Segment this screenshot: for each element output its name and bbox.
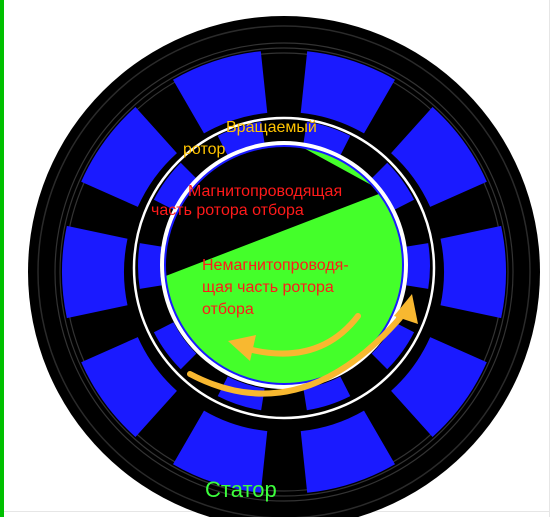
stator-label: Статор [205, 477, 277, 502]
nonmagnetic-part-label-line1: Немагнитопроводя- [202, 257, 349, 274]
stator-outer-edge-ring [37, 25, 531, 517]
right-border-line [549, 0, 550, 517]
magnetic-part-label-line1: Магнитопроводящая [188, 183, 343, 200]
outer-rotation-arrow [187, 315, 403, 397]
stator-pole-2 [391, 107, 487, 207]
stator-pole-9 [81, 107, 177, 207]
rotating-rotor-label-line1: Вращаемый [226, 119, 317, 136]
stator-pole-6 [173, 410, 268, 493]
inner-rotation-arrow [241, 313, 361, 357]
rotor-pole-8 [137, 243, 162, 289]
stator-pole-5 [300, 410, 395, 493]
stator-groove-ring-2 [59, 47, 509, 497]
left-green-bar [0, 0, 4, 517]
magnetic-part [165, 146, 384, 282]
stator-groove-ring-1 [54, 42, 514, 502]
stator-pole-4 [391, 337, 487, 437]
rotor-pole-1 [303, 121, 351, 156]
outer-arrow-head [394, 294, 418, 324]
rotor-pole-10 [217, 121, 265, 156]
rotor-pole-5 [303, 376, 351, 411]
stator-pole-10 [173, 51, 268, 134]
rotor-pole-2 [371, 162, 415, 210]
rotating-rotor-label-line2: ротор [183, 141, 226, 158]
magnetic-part-label-line2: часть ротора отбора [151, 202, 304, 219]
rotor-pole-4 [371, 322, 415, 370]
rotor-outline [164, 145, 404, 385]
stator-pole-7 [81, 337, 177, 437]
rotor-pole-7 [153, 322, 197, 370]
inner-arrow-head [228, 335, 256, 361]
stator-pole-8 [61, 225, 128, 319]
stator-poles [61, 51, 507, 493]
stator-pole-1 [300, 51, 395, 134]
nonmagnetic-part-label-line2: щая часть ротора [202, 279, 334, 296]
nonmagnetic-part-label-line3: отбора [202, 301, 254, 318]
air-gap-ring [132, 116, 436, 420]
take-off-rotor [165, 146, 403, 384]
rotor-pole-9 [153, 162, 197, 210]
stator-pole-3 [440, 225, 507, 319]
rotor-pole-3 [406, 243, 430, 289]
